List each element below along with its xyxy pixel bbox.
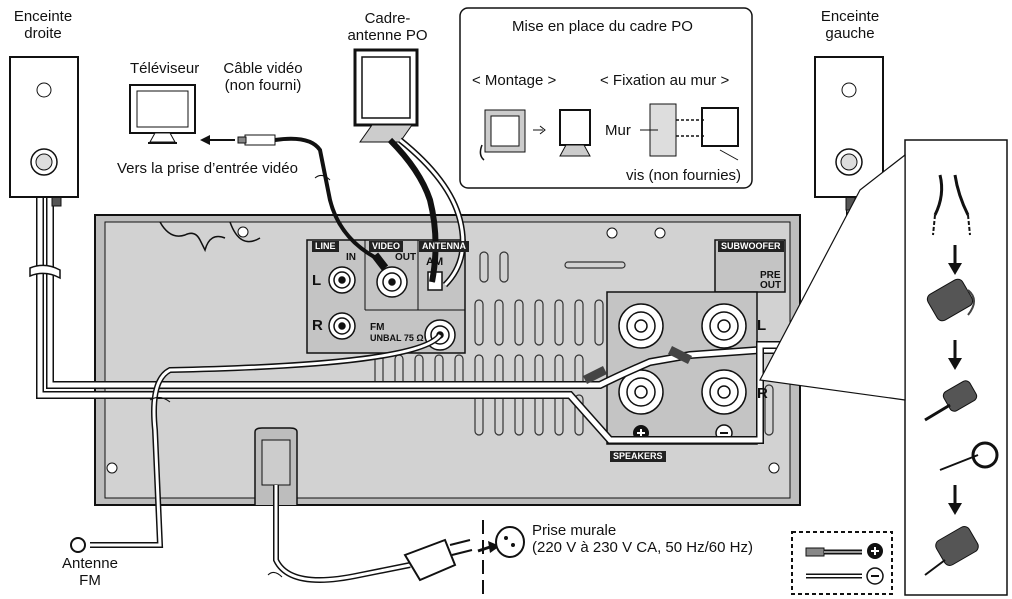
video-cable-label-line2: (non fourni): [224, 77, 302, 94]
am-antenna-label-line2: antenne PO: [347, 27, 428, 44]
speaker-r-label: R: [757, 385, 768, 402]
unbal-label: UNBAL 75 Ω: [370, 333, 424, 343]
outlet-label-line2: (220 V à 230 V CA, 50 Hz/60 Hz): [532, 539, 753, 556]
screws-label: vis (non fournies): [626, 167, 742, 184]
am-label: AM: [426, 256, 444, 268]
power-cord: [267, 485, 525, 594]
am-antenna-label-line1: Cadre-: [364, 10, 411, 27]
left-speaker: [814, 56, 884, 198]
am-antenna-setup-inset: [459, 7, 753, 189]
am-antenna-label: Cadre- antenne PO: [340, 10, 435, 44]
line-label: LINE: [312, 241, 339, 252]
video-cable-label-line1: Câble vidéo: [223, 60, 303, 77]
tv-icon: [129, 84, 196, 144]
pre-label: PRE: [760, 270, 781, 281]
line-l-label: L: [312, 272, 322, 289]
fm-antenna-label: Antenne FM: [60, 555, 120, 589]
video-label: VIDEO: [369, 241, 404, 252]
fm-antenna-label-line2: FM: [79, 572, 101, 589]
speaker-l-label: L: [757, 317, 767, 334]
outlet-label: Prise murale (220 V à 230 V CA, 50 Hz/60…: [532, 522, 753, 556]
video-cable: [237, 134, 389, 271]
subwoofer-label: SUBWOOFER: [718, 241, 784, 252]
outlet-label-line1: Prise murale: [532, 522, 617, 539]
in-label: IN: [346, 252, 356, 263]
right-speaker-label-line2: droite: [24, 25, 62, 42]
pre-out-label: OUT: [760, 280, 782, 291]
am-loop-antenna: [353, 48, 466, 288]
line-r-label: R: [312, 317, 323, 334]
left-speaker-label-line1: Enceinte: [820, 8, 880, 25]
left-speaker-label-line2: gauche: [825, 25, 875, 42]
polarity-legend: [791, 531, 893, 595]
right-speaker-label-line1: Enceinte: [13, 8, 73, 25]
speaker-wire-instructions: [759, 139, 1008, 596]
antenna-label: ANTENNA: [419, 241, 469, 252]
left-speaker-label: Enceinte gauche: [800, 8, 900, 42]
speakers-label: SPEAKERS: [610, 451, 666, 462]
fm-antenna-label-line1: Antenne: [62, 555, 118, 572]
video-input-label: Vers la prise d’entrée vidéo: [117, 160, 298, 177]
wall-label: Mur: [605, 122, 631, 139]
main-unit-rear-panel: [94, 214, 801, 506]
fm-antenna-wire: [70, 333, 443, 553]
tv-label: Téléviseur: [130, 60, 200, 77]
out-label: OUT: [395, 252, 417, 263]
fm-label: FM: [370, 322, 385, 333]
right-speaker: [9, 56, 79, 198]
inset-title: Mise en place du cadre PO: [512, 18, 693, 35]
right-speaker-label: Enceinte droite: [8, 8, 78, 42]
mounting-label: < Montage >: [472, 72, 557, 89]
wall-fixing-label: < Fixation au mur >: [600, 72, 730, 89]
video-cable-label: Câble vidéo (non fourni): [213, 60, 313, 94]
